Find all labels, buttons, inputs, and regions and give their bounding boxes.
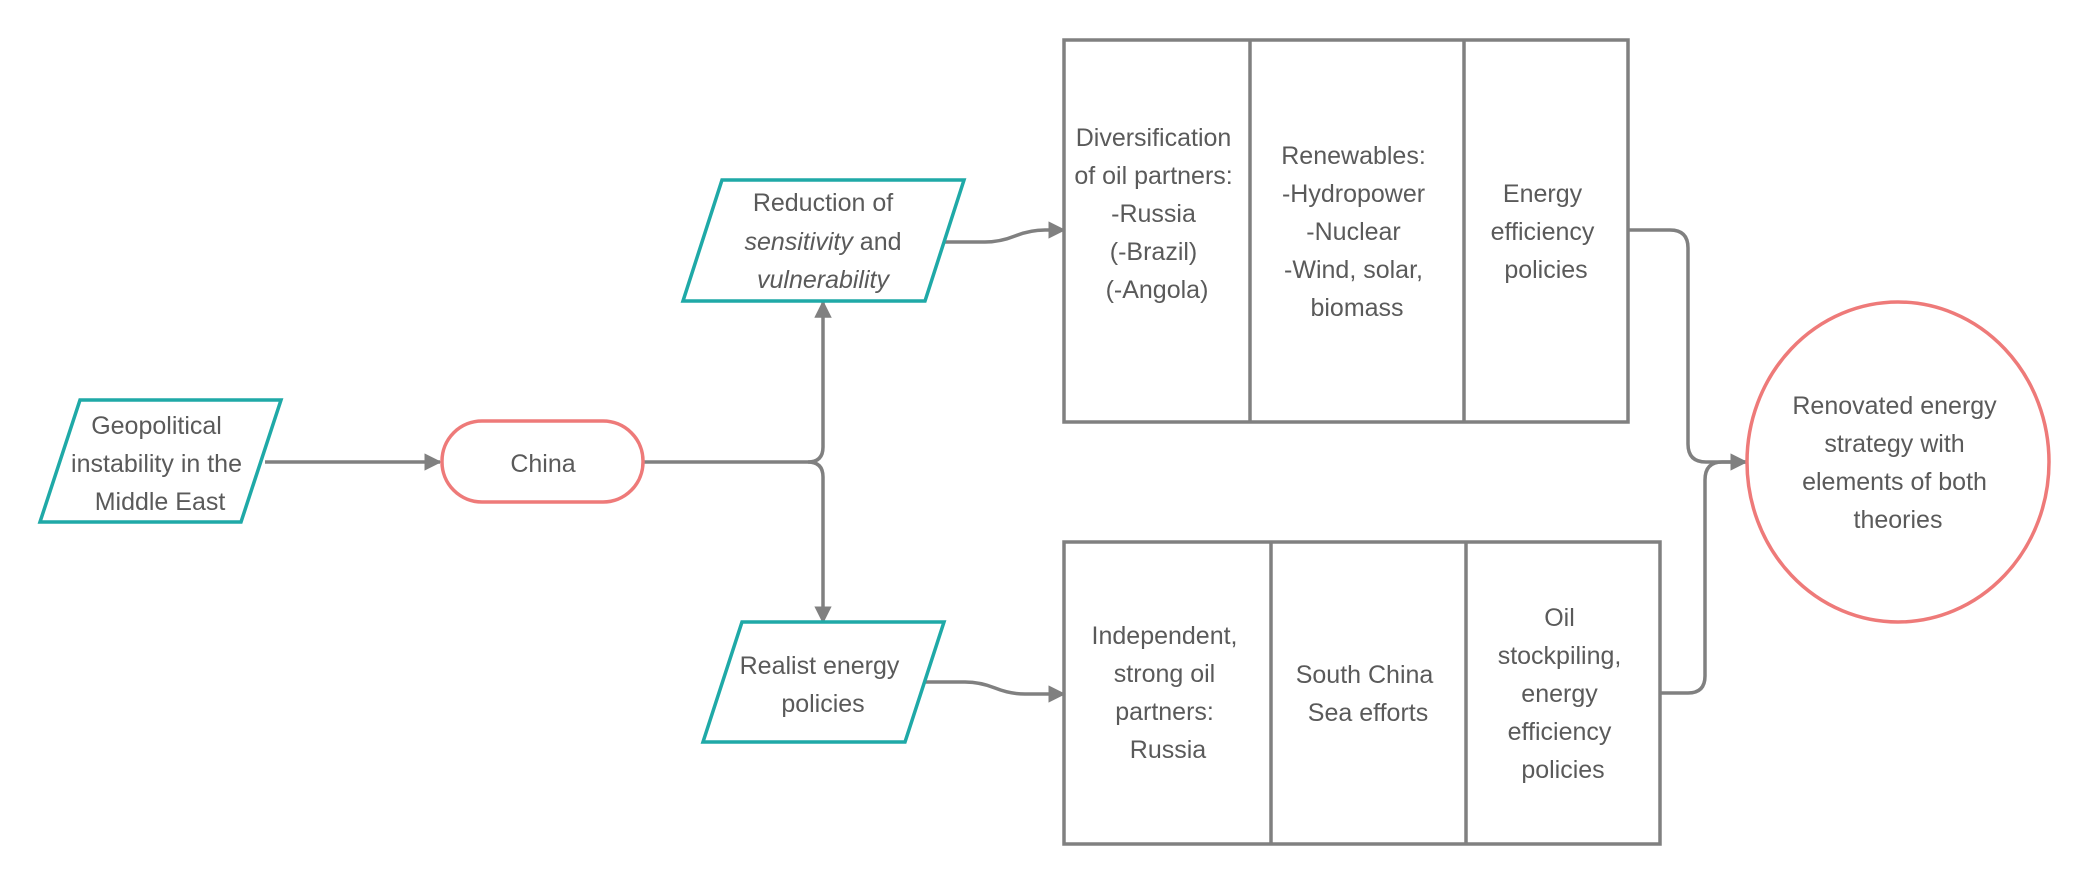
top-cell-1-line-2: of oil partners: — [1074, 162, 1232, 190]
bottom-cell-oil-stockpiling: Oil stockpiling, energy efficiency polic… — [1498, 604, 1629, 784]
china-label: China — [510, 450, 575, 478]
outcome-line-2: strategy with — [1824, 430, 1964, 458]
svg-text:Realist energy policies: Realist energy policies — [740, 652, 907, 718]
top-cell-3-line-3: policies — [1504, 256, 1587, 284]
connector-reduction-to-top-table — [945, 221, 1066, 244]
bottom-cell-1-line-1: Independent, — [1092, 622, 1238, 650]
reduction-sensitivity: sensitivity — [744, 228, 854, 256]
bottom-cell-3-line-2: stockpiling, — [1498, 642, 1622, 670]
bottom-cell-3-line-4: efficiency — [1508, 718, 1612, 746]
reduction-line-1: Reduction of — [753, 189, 893, 217]
bottom-cell-3-line-1: Oil — [1544, 604, 1575, 632]
reduction-and: and — [853, 228, 902, 256]
bottom-cell-2-line-2: Sea efforts — [1308, 699, 1428, 727]
node-realist-policies[interactable]: Realist energy policies — [700, 620, 947, 744]
bottom-cell-1-line-4: Russia — [1130, 736, 1207, 764]
svg-text:sensitivity and: sensitivity and — [744, 228, 901, 256]
top-cell-energy-efficiency: Energy efficiency policies — [1491, 180, 1602, 284]
reduction-vulnerability: vulnerability — [757, 266, 891, 294]
bottom-cell-3-line-3: energy — [1521, 680, 1598, 708]
connector-bottom-table-to-outcome — [1660, 460, 1746, 695]
node-china[interactable]: China — [440, 419, 645, 504]
top-cell-2-line-1: Renewables: — [1281, 142, 1426, 170]
top-cell-diversification: Diversification of oil partners: -Russia… — [1074, 124, 1239, 304]
node-geopolitical-instability[interactable]: Geopolitical instability in the Middle E… — [37, 398, 284, 524]
geopolitical-line-2: instability in the — [71, 450, 242, 478]
node-renovated-strategy[interactable]: Renovated energy strategy with elements … — [1745, 300, 2051, 624]
top-cell-1-line-5: (-Angola) — [1106, 276, 1209, 304]
connector-china-to-reduction — [642, 300, 832, 464]
connector-realist-to-bottom-table — [925, 680, 1066, 703]
svg-text:vulnerability: vulnerability — [757, 266, 891, 294]
top-cell-1-line-3: -Russia — [1111, 200, 1196, 228]
top-cell-2-line-2: -Hydropower — [1282, 180, 1425, 208]
top-cell-3-line-1: Energy — [1503, 180, 1583, 208]
bottom-cell-1-line-2: strong oil — [1114, 660, 1215, 688]
bottom-cell-2-line-1: South China — [1296, 661, 1434, 689]
top-table[interactable]: Diversification of oil partners: -Russia… — [1062, 38, 1630, 424]
outcome-line-1: Renovated energy — [1792, 392, 1997, 420]
bottom-cell-independent-partners: Independent, strong oil partners: Russia — [1092, 622, 1245, 764]
geopolitical-line-1: Geopolitical — [91, 412, 222, 440]
realist-line-2: policies — [781, 690, 864, 718]
connectors — [265, 221, 1748, 703]
top-cell-2-line-5: biomass — [1310, 294, 1403, 322]
top-cell-1-line-1: Diversification — [1076, 124, 1232, 152]
top-cell-2-line-4: -Wind, solar, — [1284, 256, 1423, 284]
top-cell-3-line-2: efficiency — [1491, 218, 1595, 246]
svg-text:Reduction of: Reduction of — [753, 189, 893, 217]
geopolitical-line-3: Middle East — [95, 488, 226, 516]
svg-text:Geopolitical instability: Geopolitical instability in the Middle E… — [71, 412, 249, 516]
outcome-line-4: theories — [1854, 506, 1943, 534]
realist-line-1: Realist energy — [740, 652, 900, 680]
connector-china-to-realist — [807, 460, 832, 624]
top-cell-renewables: Renewables: -Hydropower -Nuclear -Wind, … — [1281, 142, 1432, 322]
node-reduction[interactable]: Reduction of sensitivity and vulnerabili… — [680, 178, 967, 303]
bottom-cell-south-china-sea: South China Sea efforts — [1296, 661, 1441, 727]
svg-text:Renovated energy strateg: Renovated energy strategy with elements … — [1792, 392, 2003, 534]
bottom-cell-3-line-5: policies — [1521, 756, 1604, 784]
connector-top-table-to-outcome — [1628, 228, 1748, 471]
bottom-cell-1-line-3: partners: — [1115, 698, 1214, 726]
top-cell-2-line-3: -Nuclear — [1306, 218, 1400, 246]
top-cell-1-line-4: (-Brazil) — [1110, 238, 1198, 266]
bottom-table[interactable]: Independent, strong oil partners: Russia… — [1062, 540, 1662, 846]
outcome-line-3: elements of both — [1802, 468, 1987, 496]
